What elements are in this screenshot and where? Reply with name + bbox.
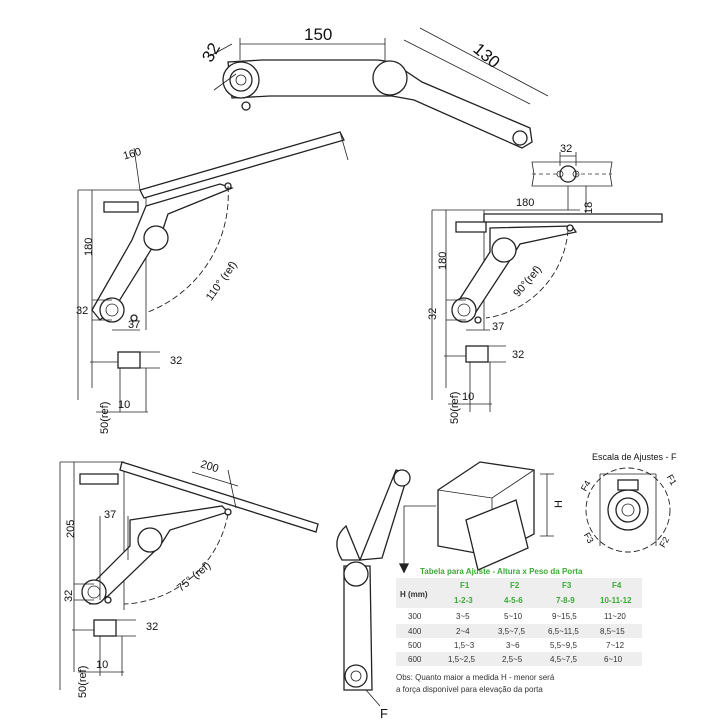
scale-title: Escala de Ajustes - F xyxy=(592,452,677,462)
view-90-dim-32-b: 32 xyxy=(512,349,524,361)
table-cell: 2~4 xyxy=(456,627,470,636)
view-90-ref-50: 50(ref) xyxy=(449,392,461,424)
table-col-f4: F4 xyxy=(612,581,622,590)
scale-label-f1: F1 xyxy=(665,473,679,487)
table-title: Tabela para Ajuste - Altura x Peso da Po… xyxy=(420,567,583,576)
top-view-dim-32: 32 xyxy=(198,40,224,66)
view-75-ref-50: 50(ref) xyxy=(77,666,89,698)
view-75-dim-32: 32 xyxy=(63,590,75,602)
view-90-dim-10: 10 xyxy=(462,391,474,403)
view-110-dim-160: 160 xyxy=(122,146,143,163)
view-110-ref-50: 50(ref) xyxy=(99,402,111,434)
table-cell: 8,5~15 xyxy=(600,627,625,636)
adjustment-scale: Escala de Ajustes - F F4 F1 F3 F2 xyxy=(579,452,679,553)
table-row-h: 600 xyxy=(408,655,422,664)
table-header-h: H (mm) xyxy=(400,590,428,599)
view-110-dim-32: 32 xyxy=(76,305,88,317)
table-cell: 1,5~3 xyxy=(454,641,475,650)
table-col-f2-range: 4-5-6 xyxy=(504,596,523,605)
view-90-dim-37: 37 xyxy=(492,321,504,333)
view-90-dim-180-b: 180 xyxy=(437,252,449,270)
table-cell: 5~10 xyxy=(504,612,523,621)
table-cell: 3~6 xyxy=(506,641,520,650)
table-col-f3: F3 xyxy=(562,581,572,590)
view-90-dim-32: 32 xyxy=(427,308,439,320)
view-110-dim-37: 37 xyxy=(128,319,140,331)
view-75-angle: 75° (ref) xyxy=(175,560,213,595)
table-row-h: 400 xyxy=(408,627,422,636)
table-note-line-1: Obs: Quanto maior a medida H - menor ser… xyxy=(396,673,555,682)
view-110-dim-180: 180 xyxy=(83,238,95,256)
table-row-h: 300 xyxy=(408,612,422,621)
top-view-dim-130: 130 xyxy=(470,39,504,72)
table-cell: 7~12 xyxy=(606,641,625,650)
cabinet-isometric: H xyxy=(398,461,565,574)
table-col-f3-range: 7-8-9 xyxy=(556,596,575,605)
table-col-f1-range: 1-2-3 xyxy=(454,596,473,605)
table-cell: 5,5~9,5 xyxy=(550,641,577,650)
table-cell: 3~5 xyxy=(456,612,470,621)
scale-label-f2: F2 xyxy=(657,535,671,549)
table-cell: 11~20 xyxy=(604,612,626,621)
table-cell: 4,5~7,5 xyxy=(550,655,577,664)
top-view: 32 150 130 xyxy=(198,25,549,149)
view-110-angle: 110° (ref) xyxy=(204,259,240,303)
table-cell: 9~15,5 xyxy=(552,612,577,621)
side-arm: F xyxy=(336,469,411,720)
table-col-f4-range: 10-11-12 xyxy=(600,596,632,605)
hinge-detail: 32 18 xyxy=(531,143,613,214)
scale-label-f4: F4 xyxy=(579,479,593,493)
table-note-line-2: a força disponível para elevação da port… xyxy=(396,685,543,694)
table-cell: 6~10 xyxy=(604,655,623,664)
table-cell: 6,5~11,5 xyxy=(548,627,579,636)
cabinet-h-label: H xyxy=(553,500,565,508)
view-75-dim-37: 37 xyxy=(104,509,116,521)
view-75-dim-10: 10 xyxy=(96,659,108,671)
arm-f-label: F xyxy=(380,706,388,720)
view-110-dim-32-b: 32 xyxy=(170,355,182,367)
view-110: 160 180 110° (ref) 32 37 32 10 50(ref) xyxy=(76,131,349,434)
view-90-angle: 90°(ref) xyxy=(511,264,544,300)
scale-label-f3: F3 xyxy=(582,531,596,545)
view-75: 200 205 75° (ref) 37 32 32 10 50(ref) xyxy=(59,458,319,698)
view-90-dim-180: 180 xyxy=(516,197,534,209)
table-cell: 3,5~7,5 xyxy=(498,627,525,636)
table-row-h: 500 xyxy=(408,641,422,650)
adjustment-table: Tabela para Ajuste - Altura x Peso da Po… xyxy=(396,567,642,694)
top-view-dim-150: 150 xyxy=(304,25,332,44)
view-75-dim-32-b: 32 xyxy=(146,621,158,633)
view-90: 180 180 90°(ref) 32 37 32 10 50(ref) xyxy=(427,197,663,424)
table-col-f2: F2 xyxy=(510,581,520,590)
table-cell: 1,5~2,5 xyxy=(448,655,475,664)
hinge-detail-dim-18: 18 xyxy=(583,202,595,214)
table-cell: 2,5~5 xyxy=(502,655,523,664)
view-110-dim-10: 10 xyxy=(118,399,130,411)
table-col-f1: F1 xyxy=(460,581,470,590)
view-75-dim-200: 200 xyxy=(199,458,220,475)
hinge-detail-dim-32: 32 xyxy=(560,143,572,155)
view-75-dim-205: 205 xyxy=(65,520,77,538)
